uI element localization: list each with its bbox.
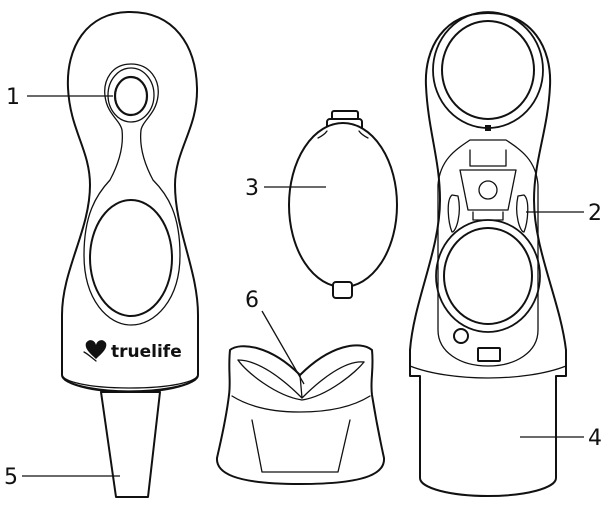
back-top-lens	[441, 20, 535, 120]
leader-6	[261, 310, 305, 385]
indicator-dot	[485, 125, 491, 131]
front-bottom-band	[61, 373, 199, 389]
battery-cover	[288, 110, 398, 299]
cover-bottom-tab	[332, 281, 353, 299]
cover-body	[288, 122, 398, 288]
front-display-window	[89, 199, 173, 317]
contact-mount	[459, 169, 517, 211]
keyhole-outline	[83, 63, 181, 326]
left-slot	[447, 194, 460, 233]
callout-5: 5	[4, 465, 18, 490]
cap-inner-window	[251, 419, 351, 473]
front-body-outline	[61, 11, 199, 393]
callout-1: 1	[6, 85, 20, 110]
button-recess	[107, 67, 155, 123]
latch-slot	[477, 347, 501, 362]
battery-compartment	[437, 139, 539, 367]
screw-hole	[453, 328, 469, 344]
probe-tip	[100, 391, 161, 498]
heart-leaf-logo-icon	[83, 340, 107, 362]
battery-slot	[443, 227, 533, 325]
callout-6: 6	[245, 288, 259, 313]
callout-2: 2	[588, 201, 602, 226]
brand-name: truelife	[111, 342, 182, 362]
callout-3: 3	[245, 176, 259, 201]
device-front-view: truelife	[61, 11, 199, 498]
measure-button	[113, 75, 149, 117]
right-slot	[516, 194, 529, 233]
probe-cap	[215, 344, 386, 485]
back-base-seam	[409, 365, 567, 379]
callout-4: 4	[588, 426, 602, 451]
device-back-view	[409, 11, 567, 497]
